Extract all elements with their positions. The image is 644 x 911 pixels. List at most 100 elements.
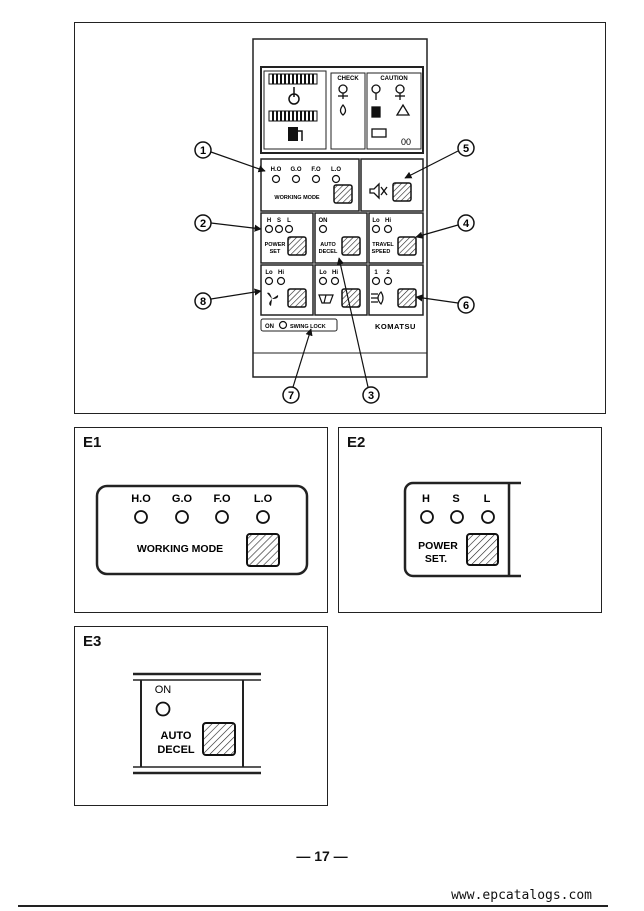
auto-decel-label-line2: DECEL: [319, 249, 338, 255]
e2-power-set-button[interactable]: [466, 533, 499, 566]
working-mode-label: WORKING MODE: [274, 195, 320, 201]
auto-decel-switch-group: ON AUTO DECEL: [314, 212, 368, 264]
e2-power-set-label-line2: SET.: [425, 553, 447, 565]
e2-lamp-label-h: H: [422, 493, 430, 505]
fan-lamp-hi: [276, 276, 286, 286]
fan-lamp-label-hi: Hi: [278, 270, 284, 276]
e1-box: E1 H.O G.O F.O L.O WORKING MODE: [74, 427, 328, 613]
e2-title: E2: [347, 434, 366, 451]
e1-lamp-lo: [256, 510, 270, 524]
svg-text:7: 7: [288, 390, 294, 402]
fuel-pump-icon: [288, 127, 298, 141]
auto-decel-on-label: ON: [319, 218, 328, 224]
thermometer-icon: [288, 87, 300, 105]
e1-lamp-label-go: G.O: [172, 493, 193, 505]
fan-switch-group: Lo Hi: [260, 264, 314, 316]
lamp-label-go: G.O: [290, 167, 301, 173]
lamp-label-fo: F.O: [311, 167, 321, 173]
lamp-label-ho: H.O: [271, 167, 282, 173]
lights-lamp-label-2: 2: [386, 270, 390, 276]
svg-text:4: 4: [463, 218, 470, 230]
buzzer-icon: [369, 182, 388, 200]
swing-lock-label: SWING LOCK: [290, 324, 326, 330]
callout-4: 4: [415, 214, 475, 239]
travel-lamp-label-hi: Hi: [385, 218, 391, 224]
wiper-lamp-label-hi: Hi: [332, 270, 338, 276]
fan-button[interactable]: [287, 288, 307, 308]
check-header: CHECK: [337, 76, 359, 82]
callout-6: 6: [415, 294, 475, 314]
main-figure-svg: CHECK CAUTION 00 H.O G.O F.O L.O WORKING…: [194, 38, 475, 404]
buzzer-cancel-button[interactable]: [392, 182, 412, 202]
e1-lamp-fo: [215, 510, 229, 524]
e2-box: E2 H S L POWER SET.: [338, 427, 602, 613]
lights-lamp-label-1: 1: [374, 270, 378, 276]
e3-box: E3 ON AUTO DECEL: [74, 626, 328, 806]
preheat-icon: 00: [401, 137, 411, 147]
lamp-ho: [271, 174, 281, 184]
power-set-button[interactable]: [287, 236, 307, 256]
svg-text:8: 8: [200, 296, 206, 308]
e3-auto-decel-label-line1: AUTO: [161, 730, 192, 742]
page-number: — 17 —: [296, 848, 348, 864]
wiper-switch-group: Lo Hi: [314, 264, 368, 316]
e1-lamp-ho: [134, 510, 148, 524]
wiper-lamp-hi: [330, 276, 340, 286]
caution-header: CAUTION: [380, 76, 407, 82]
e1-lamp-label-ho: H.O: [131, 493, 151, 505]
wiper-button[interactable]: [341, 288, 361, 308]
e1-working-mode-button[interactable]: [246, 533, 280, 567]
e2-lamp-l: [481, 510, 495, 524]
swing-lock-lamp: [278, 320, 288, 330]
fan-lamp-label-lo: Lo: [265, 270, 273, 276]
e3-auto-decel-label-line2: DECEL: [157, 744, 195, 756]
travel-speed-switch-group: Lo Hi TRAVEL SPEED: [368, 212, 424, 264]
travel-speed-label-line1: TRAVEL: [372, 242, 394, 248]
e1-working-mode-label: WORKING MODE: [137, 543, 223, 555]
headlight-icon: [371, 291, 384, 305]
e3-auto-decel-button[interactable]: [202, 722, 236, 756]
main-figure-box: CHECK CAUTION 00 H.O G.O F.O L.O WORKING…: [74, 22, 606, 414]
svg-text:6: 6: [463, 300, 469, 312]
svg-text:2: 2: [200, 218, 206, 230]
svg-text:5: 5: [463, 143, 469, 155]
wiper-lamp-label-lo: Lo: [319, 270, 327, 276]
travel-lamp-lo: [371, 224, 381, 234]
e2-lamp-h: [420, 510, 434, 524]
lights-button[interactable]: [397, 288, 417, 308]
lamp-go: [291, 174, 301, 184]
caution-icons: [371, 84, 411, 138]
lamp-label-h: H: [267, 218, 271, 224]
wiper-lamp-lo: [318, 276, 328, 286]
working-mode-switch-group: H.O G.O F.O L.O WORKING MODE: [260, 158, 360, 212]
working-mode-button[interactable]: [333, 184, 353, 204]
footer-rule: [18, 905, 608, 907]
lamp-label-lo: L.O: [331, 167, 341, 173]
e2-power-set-label-line1: POWER: [418, 540, 458, 552]
lamp-label-l: L: [287, 218, 291, 224]
auto-decel-button[interactable]: [341, 236, 361, 256]
fan-lamp-lo: [264, 276, 274, 286]
swing-lock-indicator: ON SWING LOCK: [260, 318, 338, 332]
power-set-label-line2: SET: [270, 249, 281, 255]
callout-5: 5: [404, 139, 475, 179]
lamp-s: [274, 224, 284, 234]
buzzer-cancel-switch-group: [360, 158, 424, 212]
fan-icon: [267, 292, 279, 306]
e1-svg: H.O G.O F.O L.O WORKING MODE: [95, 484, 309, 576]
e1-lamp-label-fo: F.O: [213, 493, 231, 505]
footer-url: www.epcatalogs.com: [451, 888, 592, 903]
power-set-switch-group: H S L POWER SET: [260, 212, 314, 264]
auto-decel-label-line1: AUTO: [320, 242, 336, 248]
travel-speed-button[interactable]: [397, 236, 417, 256]
travel-lamp-label-lo: Lo: [372, 218, 380, 224]
e1-lamp-go: [175, 510, 189, 524]
travel-speed-label-line2: SPEED: [372, 249, 391, 255]
svg-text:1: 1: [200, 145, 206, 157]
callout-1: 1: [194, 141, 266, 173]
lamp-l: [284, 224, 294, 234]
e2-svg: H S L POWER SET.: [403, 481, 521, 578]
callout-2: 2: [194, 214, 262, 232]
lights-switch-group: 1 2: [368, 264, 424, 316]
callout-8: 8: [194, 288, 262, 310]
